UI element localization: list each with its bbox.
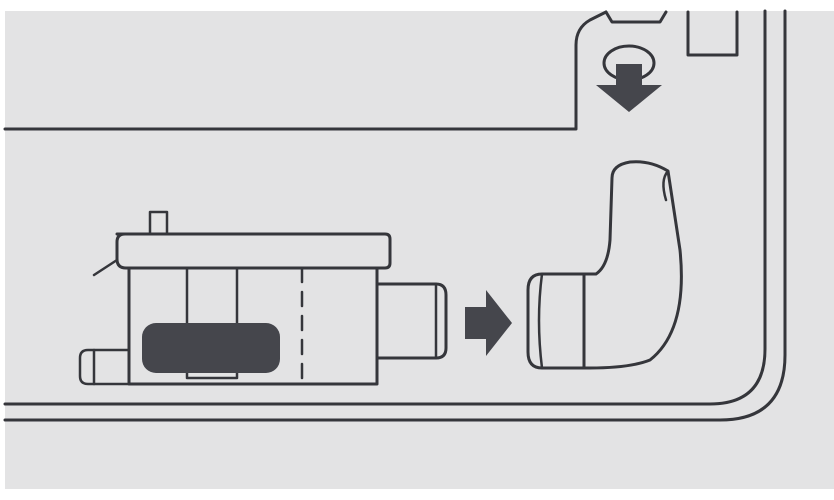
elbow-collar — [526, 272, 586, 370]
pump-lid-clip — [92, 258, 119, 277]
top-mounting-slot — [686, 10, 739, 57]
condensate-pump — [78, 210, 448, 386]
elbow-neck — [662, 169, 670, 202]
enclosure-outer-outline — [3, 9, 787, 422]
arrow-down-icon — [596, 64, 662, 112]
elbow-connector — [526, 160, 683, 370]
pump-outlet — [375, 282, 448, 360]
elbow-collar-ring — [537, 272, 544, 370]
enclosure-inner-outline — [3, 9, 767, 406]
elbow-body — [582, 160, 683, 370]
pump-lid — [115, 232, 392, 270]
pump-inlet — [78, 348, 131, 386]
pump-float — [142, 323, 280, 373]
pump-lid-tab — [148, 210, 169, 236]
enclosure-top-outline — [3, 10, 608, 131]
diagram-background — [5, 11, 834, 489]
top-outlet-boss — [604, 10, 668, 24]
pump-body — [127, 266, 379, 386]
arrow-right-icon — [465, 290, 512, 356]
